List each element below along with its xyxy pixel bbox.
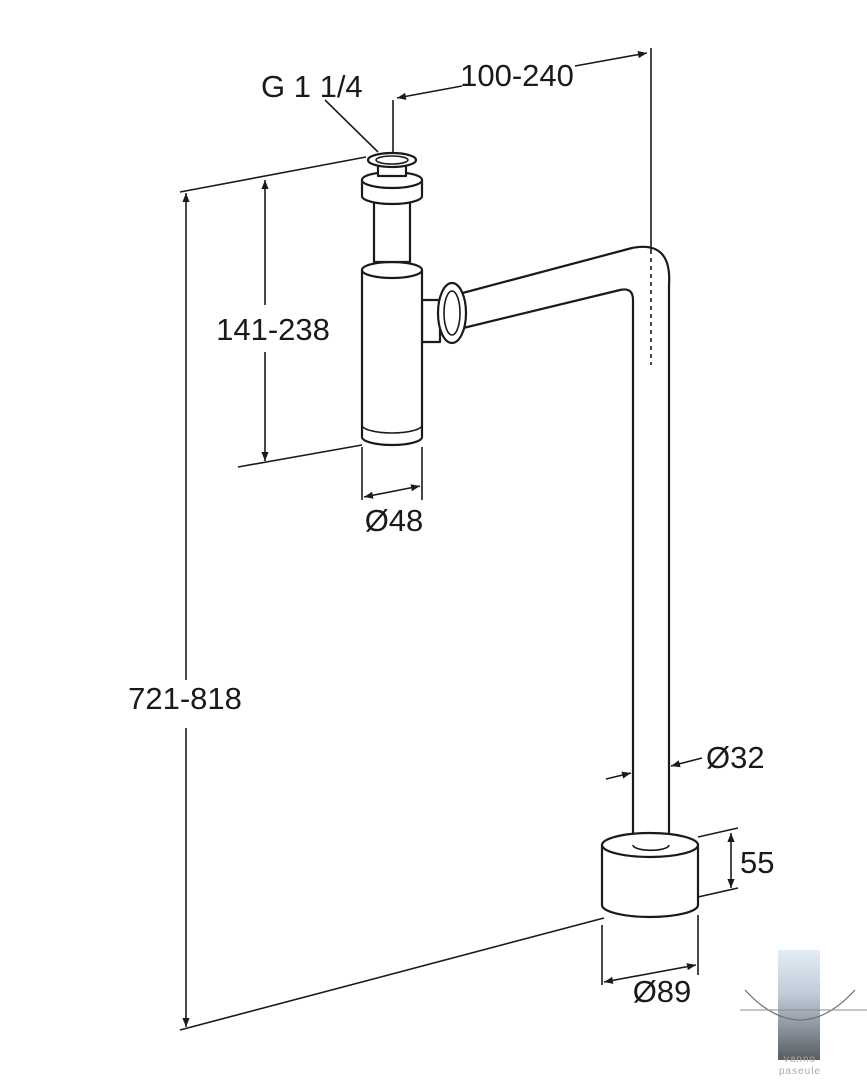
dimension-thread: G 1 1/4 xyxy=(261,69,379,153)
watermark-line1: vanno xyxy=(784,1054,816,1065)
dimension-trap-height: 141-238 xyxy=(216,180,330,461)
dimension-total-height: 721-818 xyxy=(128,193,242,1027)
watermark-line2: paseule xyxy=(779,1066,821,1077)
trap-diameter-label: Ø48 xyxy=(365,503,424,538)
offset-label: 100-240 xyxy=(460,58,574,93)
watermark-logo: vanno paseule xyxy=(740,950,867,1077)
bottle-trap-body xyxy=(360,151,424,447)
pipe-diameter-label: Ø32 xyxy=(706,740,765,775)
dimension-base-diameter: Ø89 xyxy=(603,963,697,1009)
dimension-offset: 100-240 xyxy=(396,51,648,100)
thread-label: G 1 1/4 xyxy=(261,69,363,104)
base-height-label: 55 xyxy=(740,845,774,880)
base-diameter-label: Ø89 xyxy=(633,974,692,1009)
extension-lines xyxy=(179,48,739,1031)
dimension-base-height: 55 xyxy=(727,833,774,888)
drain-pipe xyxy=(453,245,671,847)
dimension-pipe-diameter: Ø32 xyxy=(605,740,765,780)
dimension-trap-diameter: Ø48 xyxy=(363,484,424,538)
arm-connector-nut xyxy=(420,281,468,345)
floor-flange xyxy=(600,831,700,919)
total-height-label: 721-818 xyxy=(128,681,242,716)
trap-height-label: 141-238 xyxy=(216,312,330,347)
